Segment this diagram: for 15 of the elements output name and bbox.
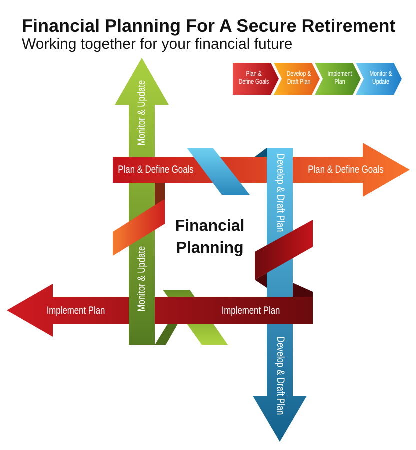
- title: Financial Planning For A Secure Retirement: [22, 17, 396, 35]
- ribbon-label: Implement Plan: [222, 305, 280, 316]
- ribbon-label: Implement Plan: [46, 305, 106, 316]
- ribbon-label: Plan & Define Goals: [308, 164, 384, 176]
- subtitle: Working together for your financial future: [22, 37, 293, 52]
- process-step: [274, 63, 320, 95]
- process-step: [233, 63, 279, 95]
- ribbon-label: Monitor & Update: [136, 246, 148, 312]
- process-step: [356, 63, 402, 95]
- ribbon-label: Plan & Define Goals: [118, 164, 194, 176]
- ribbon-label: Develop & Draft Plan: [274, 154, 286, 232]
- center-label: Financial Planning: [174, 217, 246, 259]
- ribbon-label: Develop & Draft Plan: [274, 336, 286, 416]
- process-step: [315, 63, 361, 95]
- ribbon-label: Monitor & Update: [136, 80, 148, 146]
